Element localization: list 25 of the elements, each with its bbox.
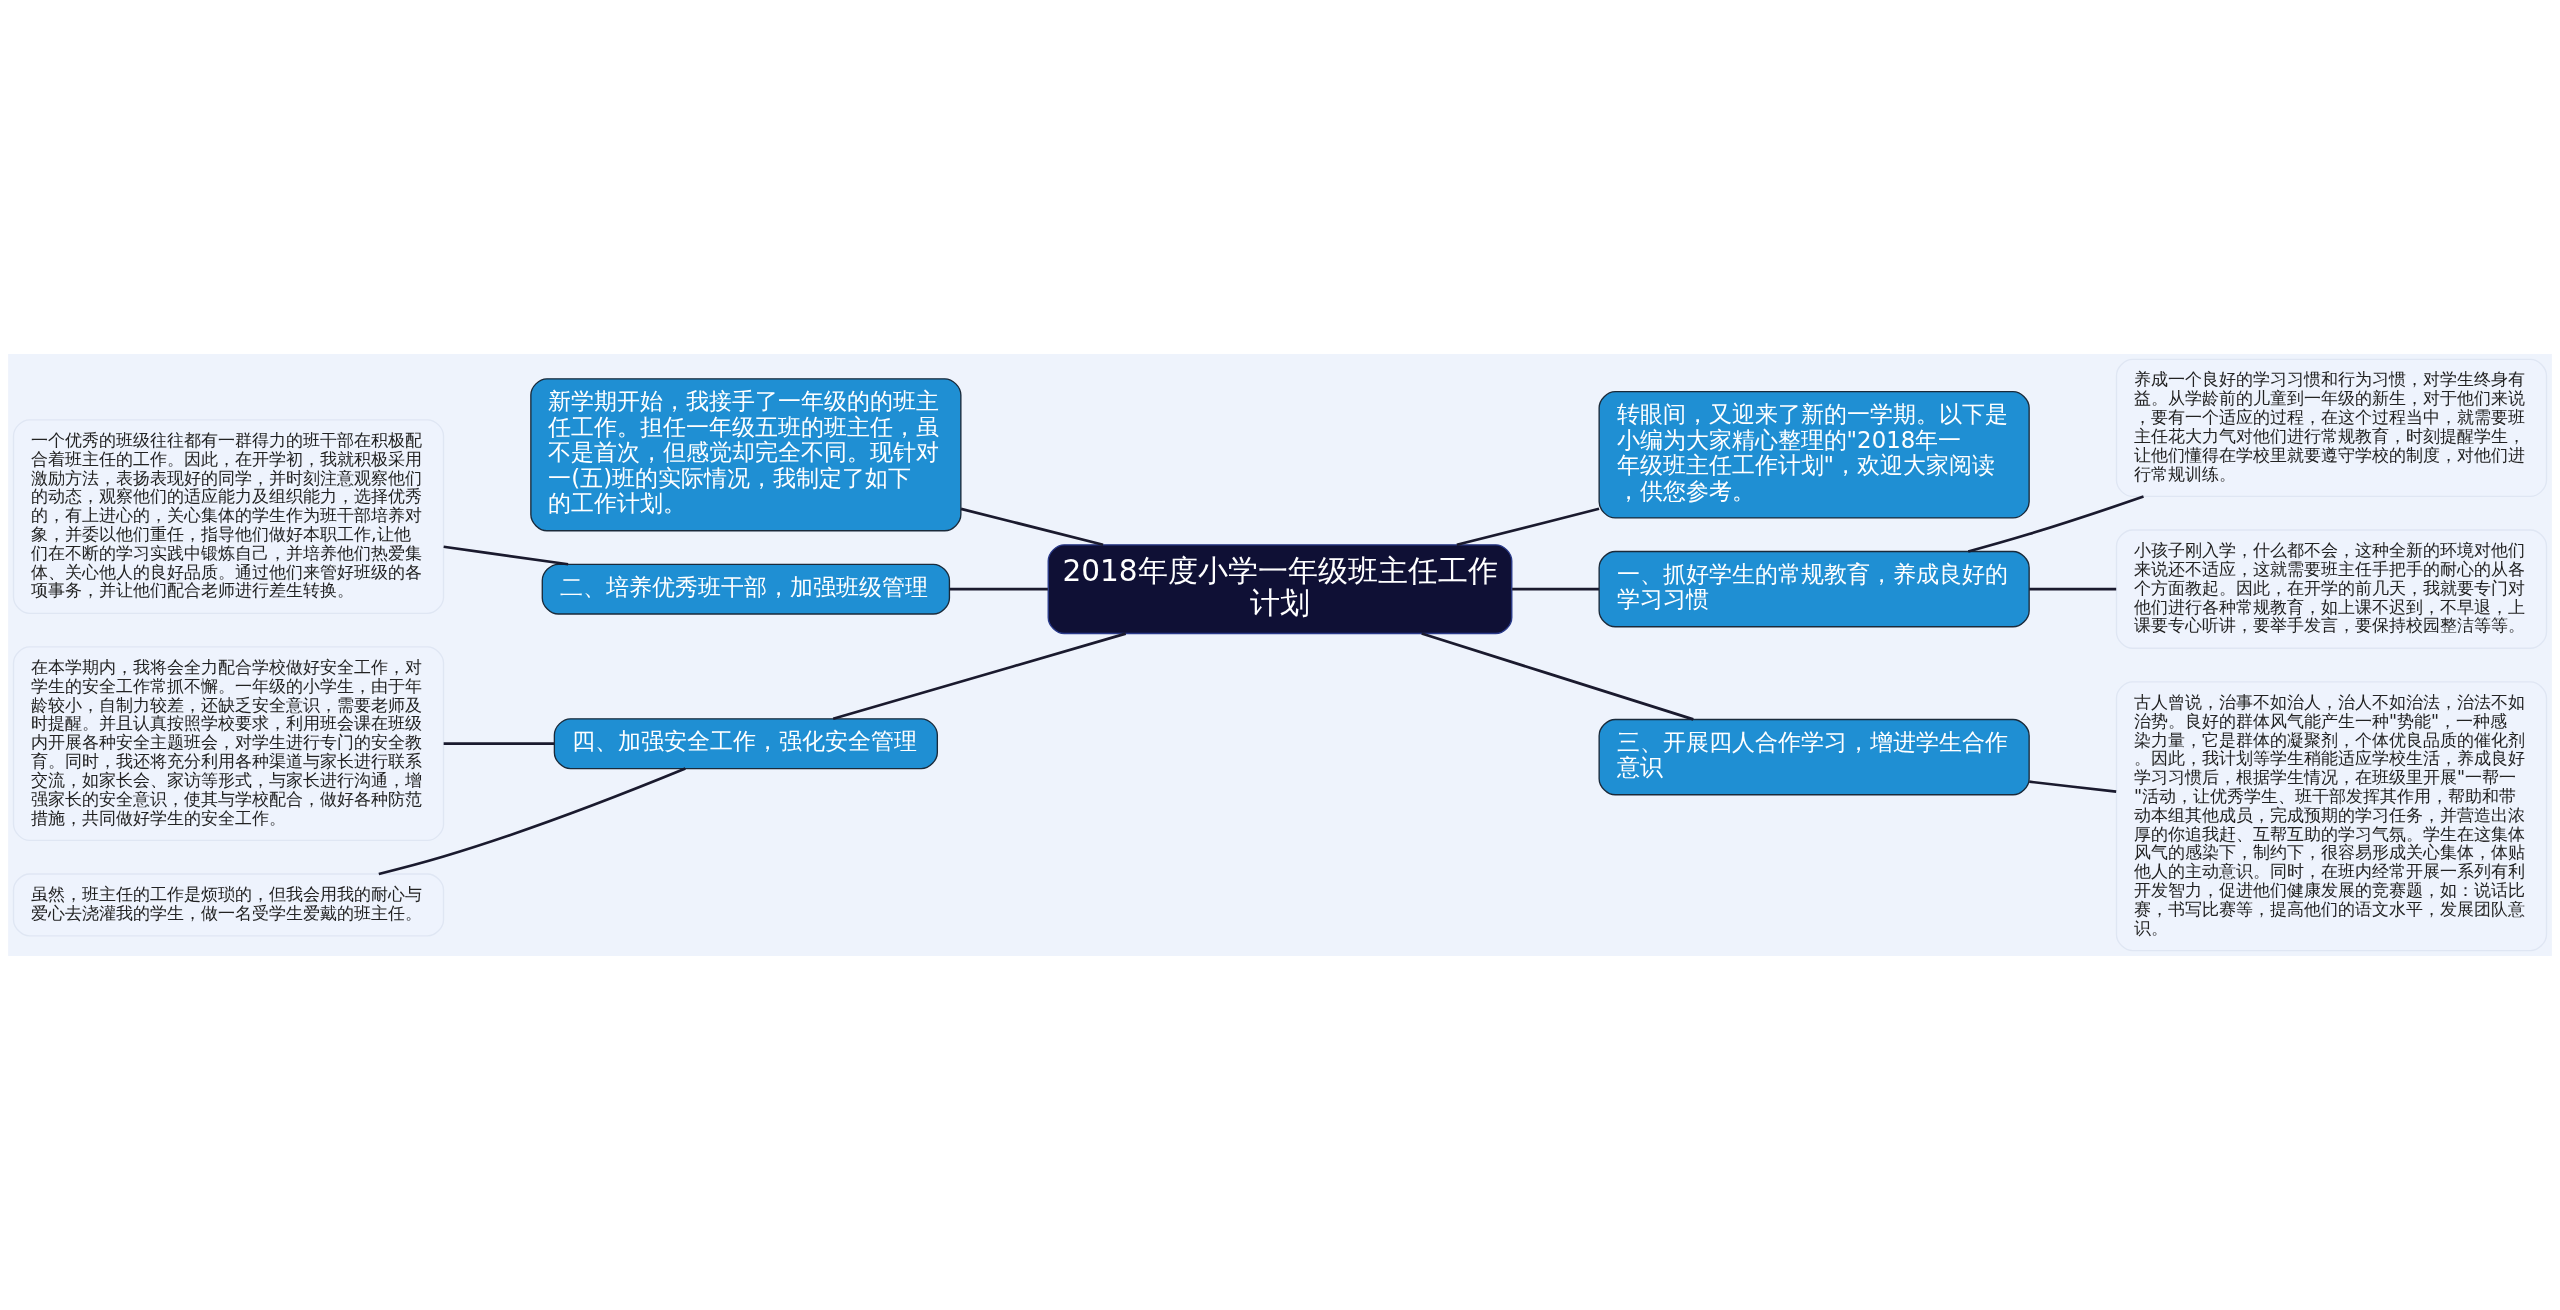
connector	[2029, 780, 2117, 793]
node-box: 二、培养优秀班干部，加强班级管理	[541, 563, 951, 615]
connector	[832, 632, 1127, 720]
node-box: 四、加强安全工作，强化安全管理	[553, 718, 938, 770]
connector	[960, 507, 1104, 547]
connector	[378, 767, 686, 876]
connector	[1456, 507, 1600, 547]
node-box: 古人曾说，治事不如治人，治人不如治法，治法不如治势。良好的群体风气能产生一种"势能"，一种感染力量，它是群体的凝聚剂，个体优良品质的催化剂。因此，我计划等学生稍能适应学校生活，养成良好学习习惯后，根据学生情况，在班级里开展"一帮一"活动，让优秀学生、班干部发挥其作用，帮助和带动本组其他成员，完成预期的学习任务，并营造出浓厚的你追我赶、互帮互助的学习气氛。学生在这集体风气的感染下，制约下，很容易形成关心集体，体贴他人的主动意识。同时，在班内经常开展一系列有利开发智力，促进他们健康发展的竞赛题，如：说话比赛，书写比赛等，提高他们的语文水平，发展团队意识。	[2115, 681, 2548, 952]
connector	[1421, 632, 1694, 721]
connector	[1967, 495, 2144, 553]
connector	[2029, 587, 2117, 591]
node-box: 在本学期内，我将会全力配合学校做好安全工作，对学生的安全工作常抓不懈。一年级的小学生，由于年龄较小，自制力较差，还缺乏安全意识，需要老师及时提醒。并且认真按照学校要求，利用班会课在班级内开展各种安全主题班会，对学生进行专门的安全教育。同时，我还将充分利用各种渠道与家长进行联系交流，如家长会、家访等形式，与家长进行沟通，增强家长的安全意识，使其与学校配合，做好各种防范措施，共同做好学生的安全工作。	[12, 646, 445, 842]
node-box: 三、开展四人合作学习，增进学生合作意识	[1598, 718, 2030, 796]
node-box: 2018年度小学一年级班主任工作计划	[1047, 544, 1513, 635]
connector	[443, 545, 569, 566]
node-box: 一、抓好学生的常规教育，养成良好的学习习惯	[1598, 550, 2030, 628]
node-box: 一个优秀的班级往往都有一群得力的班干部在积极配合着班主任的工作。因此，在开学初，我就积极采用激励方法，表扬表现好的同学，并时刻注意观察他们的动态，观察他们的适应能力及组织能力，选择优秀的，有上进心的，关心集体的学生作为班干部培养对象，并委以他们重任，指导他们做好本职工作,让他们在不断的学习实践中锻炼自己，并培养他们热爱集体、关心他人的良好品质。通过他们来管好班级的各项事务，并让他们配合老师进行差生转换。	[12, 419, 445, 614]
connector	[1512, 587, 1599, 591]
node-box: 虽然，班主任的工作是烦琐的，但我会用我的耐心与爱心去浇灌我的学生，做一名受学生爱戴的班主任。	[12, 873, 445, 937]
node-box: 转眼间，又迎来了新的一学期。以下是小编为大家精心整理的"2018年一年级班主任工作计划"，欢迎大家阅读，供您参考。	[1598, 390, 2030, 519]
node-box: 小孩子刚入学，什么都不会，这种全新的环境对他们来说还不适应，这就需要班主任手把手的耐心的从各个方面教起。因此，在开学的前几天，我就要专门对他们进行各种常规教育，如上课不迟到，不早退，上课要专心听讲，要举手发言，要保持校园整洁等等。	[2115, 529, 2548, 649]
node-box: 养成一个良好的学习习惯和行为习惯，对学生终身有益。从学龄前的儿童到一年级的新生，对于他们来说，要有一个适应的过程，在这个过程当中，就需要班主任花大力气对他们进行常规教育，时刻提醒学生，让他们懂得在学校里就要遵守学校的制度，对他们进行常规训练。	[2115, 358, 2548, 498]
connector	[949, 587, 1048, 591]
connector	[443, 742, 554, 746]
node-box: 新学期开始，我接手了一年级的的班主任工作。担任一年级五班的班主任，虽不是首次，但感觉却完全不同。现针对一(五)班的实际情况，我制定了如下的工作计划。	[530, 378, 962, 532]
